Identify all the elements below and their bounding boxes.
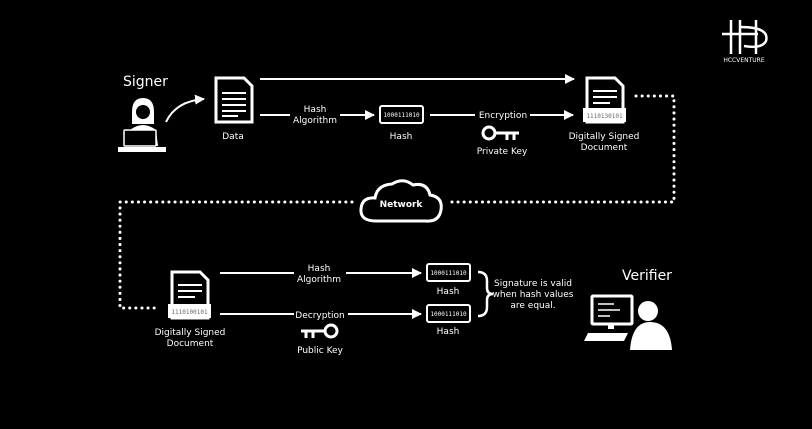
verifier-signed-document-icon: 1110100101 [168,270,211,320]
verifier-signed-doc-label-line2: Document [167,339,214,349]
signer-title: Signer [123,74,168,90]
verifier-hash-algorithm-label-line2: Algorithm [297,275,341,285]
result-text-line1: Signature is valid [494,279,572,289]
hash-algorithm-label-line1: Hash [304,105,327,115]
binary-box-icon: 1000111010 [426,304,471,323]
network-label: Network [380,200,424,210]
public-key-label: Public Key [297,346,343,356]
binary-box-icon: 1000111010 [426,263,471,282]
brand-logo: HCCVENTURE [722,20,768,64]
key-icon [301,323,339,339]
signed-document-icon: 1110130101 [583,76,626,124]
decryption-label: Decryption [295,311,344,321]
signer-hash-label: Hash [390,132,413,142]
logo-icon [722,20,768,54]
hash-algorithm-label-line2: Algorithm [293,116,337,126]
signer-signed-doc-label-line2: Document [581,143,628,153]
signer-hash-value: 1000111010 [383,112,420,119]
cloud-icon: Network [359,179,443,223]
person-at-laptop-icon [118,98,166,152]
verifier-hash-label-top: Hash [437,287,460,297]
verifier-title: Verifier [622,268,672,284]
signer-signed-doc-code: 1110130101 [586,113,623,120]
verifier-signed-doc-label-line1: Digitally Signed [155,328,226,338]
result-text-line3: are equal. [510,301,555,311]
verifier-hash-algorithm-label-line1: Hash [308,264,331,274]
person-at-computer-icon [584,294,672,350]
verifier-hash-value-top: 1000111010 [430,270,467,277]
key-icon [481,125,519,141]
binary-box-icon: 1000111010 [379,105,424,124]
curly-brace-icon [477,270,494,318]
verifier-hash-label-bottom: Hash [437,327,460,337]
result-text-line2: when hash values [493,290,574,300]
network-path [118,94,676,310]
verifier-signed-doc-code: 1110100101 [171,309,208,316]
signer-to-data-arrow [165,94,205,123]
verifier-hash-value-bottom: 1000111010 [430,311,467,318]
data-label: Data [222,132,244,142]
logo-caption: HCCVENTURE [723,57,765,64]
signer-signed-doc-label-line1: Digitally Signed [569,132,640,142]
private-key-label: Private Key [477,147,528,157]
document-icon [214,76,254,124]
encryption-label: Encryption [479,111,527,121]
